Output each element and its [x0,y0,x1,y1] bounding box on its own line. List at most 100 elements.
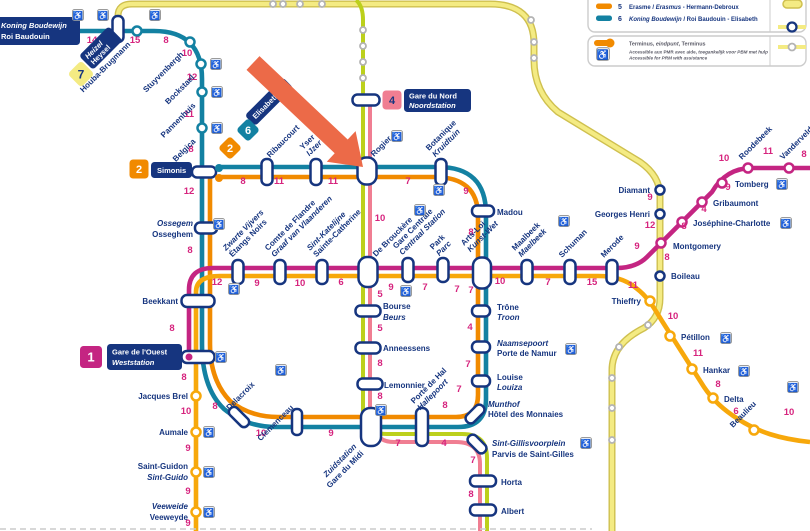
svg-text:♿: ♿ [276,365,287,375]
station-elisabeth-terminus-6[interactable] [215,164,223,172]
tram-stop[interactable] [359,74,367,82]
station-josephine-charlotte[interactable] [676,216,688,228]
station-hankar[interactable] [686,363,698,375]
station-boileau[interactable] [654,270,666,282]
label-montgomery: Montgomery [673,242,722,251]
station-vandervelde[interactable] [783,162,795,174]
station-houba-brugmann[interactable] [131,25,143,37]
station-louise[interactable] [470,374,492,388]
station-montgomery[interactable] [655,237,667,249]
station-de-brouckere[interactable] [357,255,379,289]
station-lemonnier[interactable] [356,377,384,391]
station-delacroix[interactable] [227,405,251,429]
station-gare-de-l-ouest-terminus-1[interactable] [185,353,193,361]
segment-number: 8 [664,252,669,263]
label-thieffry: Thieffry [612,297,642,306]
tram-stop[interactable] [318,0,326,8]
station-sainte-catherine[interactable] [315,258,329,286]
station-parvis-st-gilles[interactable] [466,433,489,456]
station-yser[interactable] [309,157,323,187]
tram-stop[interactable] [530,54,538,62]
station-gare-centrale[interactable] [401,256,415,284]
tram-stop[interactable] [359,26,367,34]
station-ribaucourt[interactable] [260,157,274,187]
svg-text:2: 2 [227,143,233,155]
station-beekkant[interactable] [180,293,216,309]
station-delta[interactable] [707,392,719,404]
station-naamsepoort[interactable] [470,340,492,354]
station-elisabeth-terminus-2[interactable] [215,174,223,182]
wheelchair-icon: ♿ [780,217,792,229]
tram-stop[interactable] [296,0,304,8]
station-pannenhuis[interactable] [196,86,208,98]
label-belgica: Belgica [171,137,198,164]
segment-number: 7 [395,438,400,449]
station-etangs-noirs[interactable] [231,258,245,286]
station-gare-du-midi[interactable] [359,406,383,448]
station-tomberg[interactable] [716,177,728,189]
tram-stop[interactable] [359,42,367,50]
tram-stop[interactable] [615,343,623,351]
station-simonis[interactable] [190,165,218,179]
tram-stop[interactable] [608,404,616,412]
station-box-bg [404,89,471,112]
svg-text:Parvis de Saint-Gilles: Parvis de Saint-Gilles [492,450,574,459]
tram-stop[interactable] [279,0,287,8]
tram-stop[interactable] [359,58,367,66]
station-munthof[interactable] [464,403,487,426]
tram-stop[interactable] [644,321,652,329]
station-aumale[interactable] [190,426,202,438]
tram-stop[interactable] [608,436,616,444]
tram-stop[interactable] [608,374,616,382]
label-madou: Madou [497,208,523,217]
station-saint-guidon[interactable] [190,466,202,478]
station-roodebeek[interactable] [742,162,754,174]
station-thieffry[interactable] [644,295,656,307]
station-jacques-brel[interactable] [190,390,202,402]
segment-number: 10 [668,311,679,322]
station-gribaumont[interactable] [696,196,708,208]
svg-text:Sint-Gillisvoorplein: Sint-Gillisvoorplein [492,439,565,448]
station-clemenceau[interactable] [290,407,304,437]
tram-stop[interactable] [269,0,277,8]
station-trone[interactable] [470,304,492,318]
station-botanique[interactable] [434,157,448,187]
station-horta[interactable] [468,474,498,488]
label-josephine-charlotte: Joséphine-Charlotte [693,219,771,228]
station-anneessens[interactable] [354,341,382,355]
station-park[interactable] [436,256,450,284]
station-merode[interactable] [605,258,619,286]
tram-stop[interactable] [527,16,535,24]
station-schuman[interactable] [563,258,577,286]
legend-row-accessibility: ♿Accessible aux PMR avec aide, toegankel… [596,47,768,61]
station-diamant[interactable] [654,184,666,196]
label-jacques-brel: Jacques Brel [138,392,188,401]
station-porte-de-hal[interactable] [414,406,430,448]
station-gare-du-nord[interactable] [351,93,381,107]
station-bourse[interactable] [354,304,382,318]
svg-text:Hankar: Hankar [703,366,730,375]
svg-text:Ribaucourt: Ribaucourt [265,123,301,159]
station-georges-henri[interactable] [654,208,666,220]
segment-number: 10 [719,153,730,164]
station-arts-loi[interactable] [471,256,493,290]
tram-stop[interactable] [530,38,538,46]
station-veeweide[interactable] [190,506,202,518]
station-maelbeek[interactable] [520,258,534,286]
wheelchair-icon: ♿ [565,343,577,355]
station-bockstael[interactable] [195,58,207,70]
station-stuyvenbergh[interactable] [184,36,196,48]
station-petillon[interactable] [664,330,676,342]
station-belgica[interactable] [196,122,208,134]
station-beaulieu[interactable] [748,424,760,436]
station-albert[interactable] [468,503,498,517]
station-box-simonis[interactable]: Simonis [151,162,192,178]
station-comte-de-flandre[interactable] [273,258,287,286]
station-madou[interactable] [470,204,496,218]
